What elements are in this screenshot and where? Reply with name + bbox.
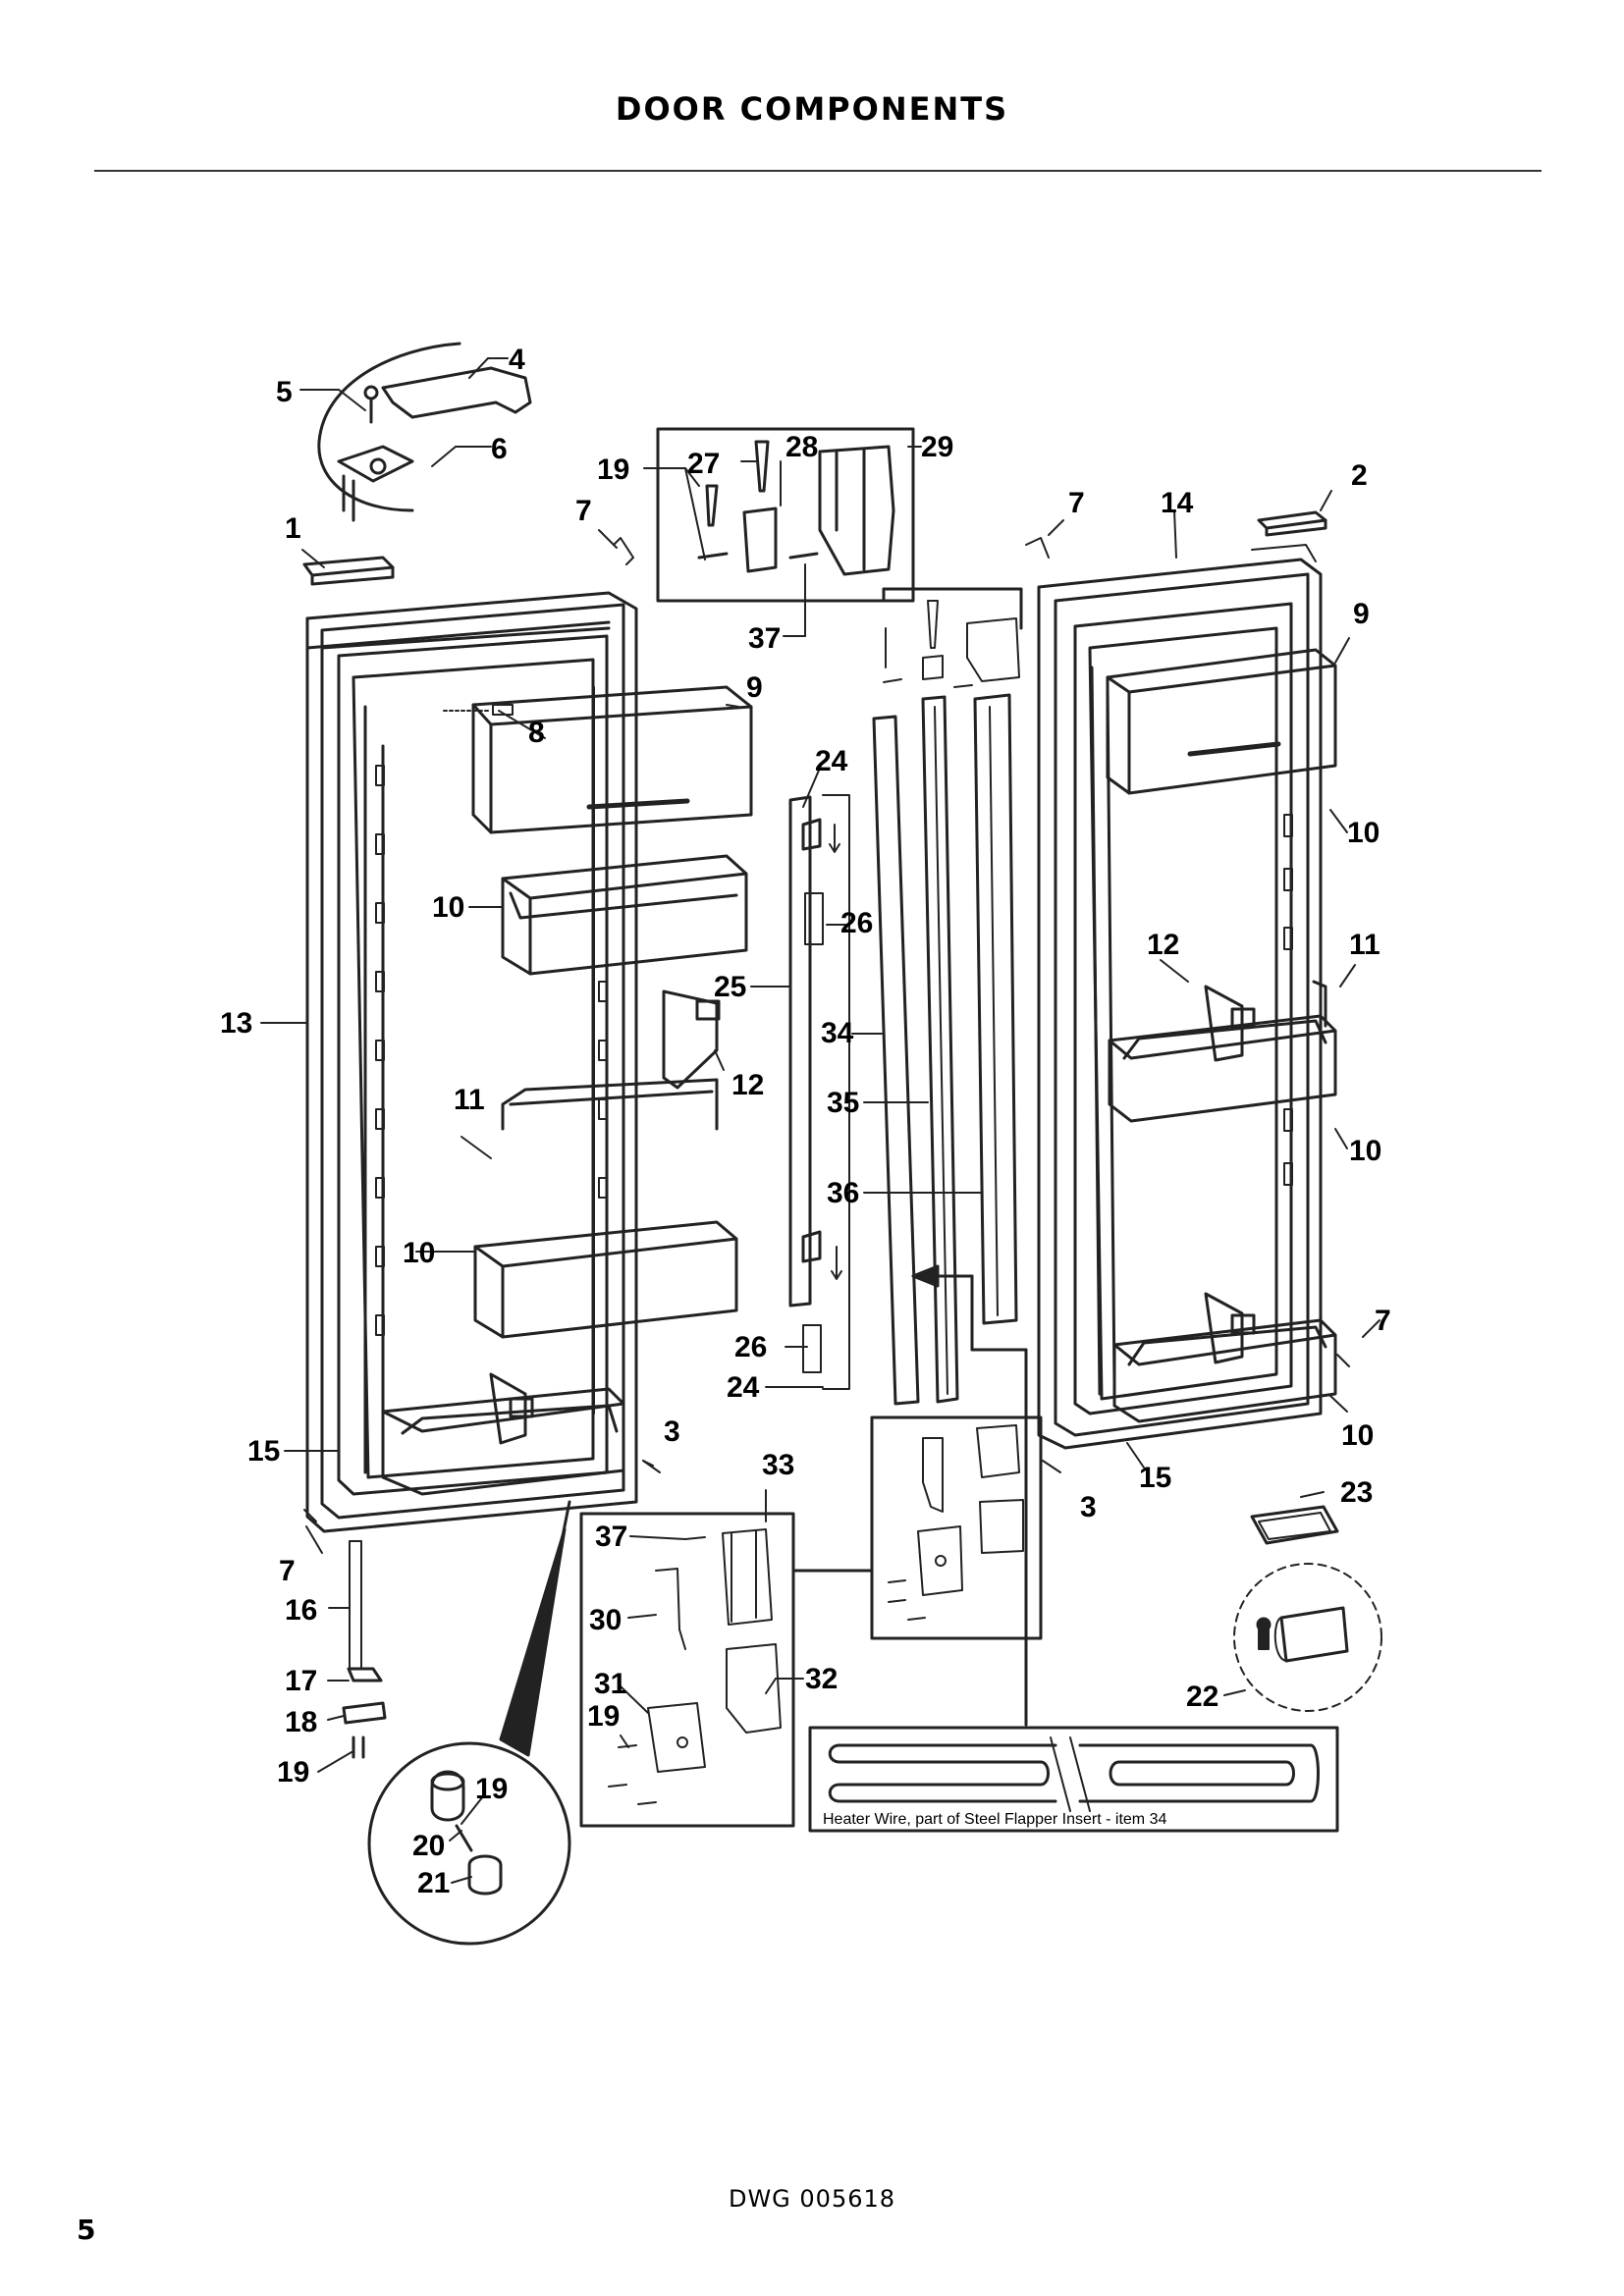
callout-19-detail: 19 xyxy=(475,1773,508,1805)
callout-7-right-bottom: 7 xyxy=(1375,1305,1391,1337)
door-bumper-detail xyxy=(1233,1563,1382,1712)
title-rule xyxy=(94,170,1542,172)
callout-37-bottom: 37 xyxy=(595,1521,627,1553)
callout-33: 33 xyxy=(762,1449,794,1481)
callout-20: 20 xyxy=(412,1830,445,1862)
heater-wire-box xyxy=(808,1726,1339,1833)
right-bottom-door-bin xyxy=(1112,1292,1337,1423)
callout-14: 14 xyxy=(1161,487,1194,519)
callout-15-left: 15 xyxy=(247,1435,280,1468)
callout-11-left: 11 xyxy=(454,1084,485,1116)
callout-7-right: 7 xyxy=(1068,487,1085,519)
callout-19-box: 19 xyxy=(597,454,629,486)
callout-12-right: 12 xyxy=(1147,929,1179,961)
callout-19-left: 19 xyxy=(277,1756,309,1789)
callout-10-right-upper: 10 xyxy=(1347,817,1380,849)
callout-10-right-middle: 10 xyxy=(1349,1135,1381,1167)
callout-10-right-bottom: 10 xyxy=(1341,1419,1374,1452)
left-bottom-door-bin xyxy=(381,1372,625,1496)
left-dairy-compartment xyxy=(471,685,753,834)
callout-26-top: 26 xyxy=(840,907,873,939)
callout-3-right: 3 xyxy=(1080,1491,1097,1523)
callout-32: 32 xyxy=(805,1663,838,1695)
callout-2: 2 xyxy=(1351,459,1368,492)
callout-24-bottom: 24 xyxy=(727,1371,760,1404)
lower-hinge-box xyxy=(579,1512,795,1828)
upper-hinge-box xyxy=(656,427,915,603)
callout-34: 34 xyxy=(821,1017,854,1049)
callout-leaders xyxy=(260,357,1380,1884)
callout-11-right: 11 xyxy=(1349,929,1380,961)
left-wire-rail xyxy=(501,1078,719,1131)
callout-37-top: 37 xyxy=(748,622,781,655)
left-upper-door-bin xyxy=(501,854,748,976)
hinge-bushing-detail xyxy=(367,1500,571,1946)
right-hinge-cover xyxy=(1257,510,1327,537)
clip-parts xyxy=(303,537,1350,1522)
callout-1: 1 xyxy=(285,512,301,545)
lower-hinge-pin-assembly xyxy=(342,1540,387,1759)
callout-16: 16 xyxy=(285,1594,317,1627)
flapper-arrow xyxy=(911,1264,1028,1727)
flapper-strips xyxy=(872,693,1018,1406)
callout-5: 5 xyxy=(276,376,293,408)
callout-8: 8 xyxy=(528,717,545,749)
door-pad xyxy=(1250,1505,1339,1545)
lower-flapper-hinge-box xyxy=(870,1415,1043,1640)
upper-hinge-detail xyxy=(317,342,532,522)
callout-9-left: 9 xyxy=(746,671,763,704)
callout-12-left: 12 xyxy=(731,1069,764,1101)
heater-wire-note: Heater Wire, part of Steel Flapper Inser… xyxy=(823,1811,1166,1828)
callout-26-bottom: 26 xyxy=(734,1331,767,1363)
callout-19-center: 19 xyxy=(587,1700,620,1733)
callout-31: 31 xyxy=(594,1668,626,1700)
callout-13: 13 xyxy=(220,1007,252,1040)
callout-27: 27 xyxy=(687,448,720,480)
callout-29: 29 xyxy=(921,431,953,463)
callout-4: 4 xyxy=(509,344,525,376)
callout-36: 36 xyxy=(827,1177,859,1209)
callout-18: 18 xyxy=(285,1706,317,1738)
page-title: DOOR COMPONENTS xyxy=(615,90,1009,128)
left-shelf-divider xyxy=(662,989,721,1090)
callout-17: 17 xyxy=(285,1665,317,1697)
callout-25: 25 xyxy=(714,971,746,1003)
callout-7-left-top: 7 xyxy=(575,495,592,527)
right-door-rails xyxy=(1283,814,1293,1186)
left-hinge-cover xyxy=(302,556,395,586)
callout-7-left-bottom: 7 xyxy=(279,1555,296,1587)
callout-23: 23 xyxy=(1340,1476,1373,1509)
right-dairy-compartment xyxy=(1106,648,1337,795)
right-upper-door-bin xyxy=(1108,980,1337,1123)
right-door-frame xyxy=(1037,544,1323,1450)
callout-3-left: 3 xyxy=(664,1415,680,1448)
callout-30: 30 xyxy=(589,1604,622,1636)
callout-21: 21 xyxy=(417,1867,450,1899)
callout-9-right: 9 xyxy=(1353,598,1370,630)
callout-22: 22 xyxy=(1186,1681,1218,1713)
screw-parts xyxy=(642,1460,1061,1473)
page-number: 5 xyxy=(77,2214,96,2246)
callout-24-top: 24 xyxy=(815,745,848,777)
left-middle-door-bin xyxy=(473,1220,738,1339)
callout-28: 28 xyxy=(785,431,818,463)
drawing-number: DWG 005618 xyxy=(728,2185,896,2213)
callout-6: 6 xyxy=(491,433,508,465)
flapper-hinge-parts xyxy=(883,600,1020,688)
leader-box-connector xyxy=(882,587,1023,630)
flapper-hinge-bar xyxy=(788,794,850,1390)
callout-labels: 5 4 6 1 7 19 27 28 29 37 8 9 24 10 26 25… xyxy=(220,344,1391,1899)
callout-10-left-middle: 10 xyxy=(403,1237,435,1269)
callout-35: 35 xyxy=(827,1087,859,1119)
callout-15-right: 15 xyxy=(1139,1462,1171,1494)
callout-10-left-upper: 10 xyxy=(432,891,464,924)
